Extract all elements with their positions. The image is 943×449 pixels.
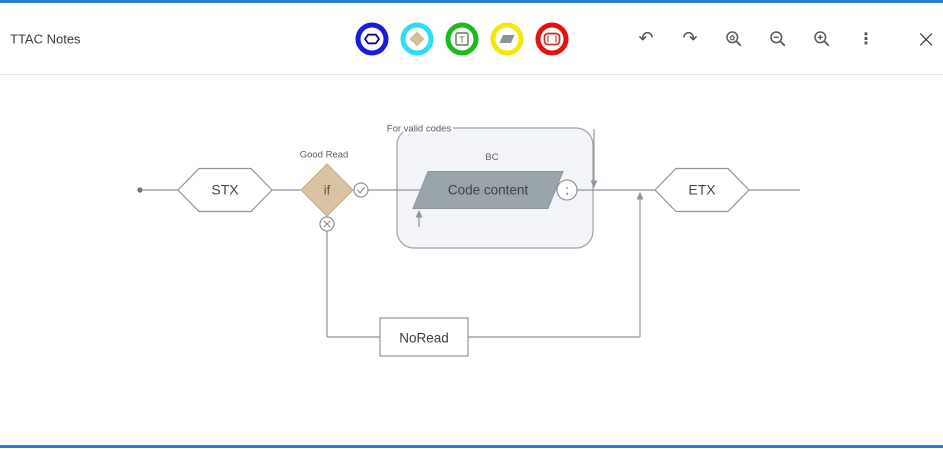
start-point[interactable] — [137, 187, 143, 193]
zoom-fit-icon — [726, 30, 742, 46]
toolbar: TTAC Notes T — [0, 3, 943, 75]
zoom-out-icon — [770, 30, 786, 46]
connector-main[interactable] — [137, 187, 800, 193]
good-read-caption: Good Read — [300, 150, 349, 161]
diagram-canvas[interactable]: STX Good Read if BC Code content ; — [0, 75, 943, 445]
zoom-in-icon — [814, 30, 830, 46]
zoom-in-button[interactable] — [812, 29, 832, 49]
rounded-rect-icon — [535, 22, 569, 55]
loop-connector-down[interactable] — [590, 129, 598, 188]
arrowhead-down — [590, 180, 598, 188]
svg-text:T: T — [459, 34, 465, 44]
zoom-fit-button[interactable] — [724, 29, 744, 49]
node-noread-label: NoRead — [399, 331, 449, 346]
node-code-content[interactable]: BC Code content — [412, 152, 564, 209]
check-icon — [357, 186, 366, 194]
node-etx-label: ETX — [688, 182, 716, 198]
node-if-label: if — [324, 183, 331, 198]
node-etx[interactable]: ETX — [654, 167, 750, 213]
node-stx-label: STX — [211, 182, 239, 198]
text-shape-tool[interactable]: T — [445, 22, 479, 56]
check-port[interactable] — [353, 182, 369, 198]
bc-caption: BC — [485, 152, 498, 163]
process-shape-tool[interactable] — [535, 22, 569, 56]
toolbar-actions: ↶ ↷ ⋮ — [636, 24, 937, 53]
redo-button[interactable]: ↷ — [680, 27, 700, 49]
terminator-shape-tool[interactable] — [355, 22, 389, 56]
zoom-out-button[interactable] — [768, 29, 788, 49]
undo-button[interactable]: ↶ — [636, 27, 656, 49]
node-stx[interactable]: STX — [177, 167, 273, 213]
decision-shape-tool[interactable] — [400, 22, 434, 56]
kebab-menu-icon: ⋮ — [858, 28, 874, 48]
undo-icon: ↶ — [638, 27, 654, 49]
hexagon-terminator-icon — [355, 22, 389, 55]
data-shape-tool[interactable] — [490, 22, 524, 56]
window-bottom-border — [0, 445, 943, 448]
arrowhead-up-join — [636, 191, 644, 200]
arrowhead-up — [415, 210, 423, 218]
close-button[interactable]: × — [915, 24, 937, 53]
node-separator[interactable]: ; — [556, 179, 578, 201]
app-title: TTAC Notes — [10, 31, 81, 46]
group-title: For valid codes — [387, 124, 452, 135]
parallelogram-icon — [490, 22, 524, 55]
node-noread[interactable]: NoRead — [379, 317, 469, 357]
more-options-button[interactable]: ⋮ — [856, 29, 876, 49]
close-icon: × — [915, 24, 937, 53]
loop-connector-up[interactable] — [415, 210, 423, 227]
diamond-icon — [400, 22, 434, 55]
redo-icon: ↷ — [682, 27, 698, 49]
window-top-border — [0, 0, 943, 3]
cross-port[interactable] — [319, 216, 335, 232]
connector-noread-branch[interactable] — [326, 191, 644, 338]
shape-palette: T — [355, 22, 569, 56]
node-if-decision[interactable]: Good Read if — [300, 150, 354, 217]
text-box-icon: T — [445, 22, 479, 55]
separator-label: ; — [565, 183, 568, 197]
node-code-content-label: Code content — [448, 183, 529, 198]
cross-icon — [323, 220, 331, 228]
